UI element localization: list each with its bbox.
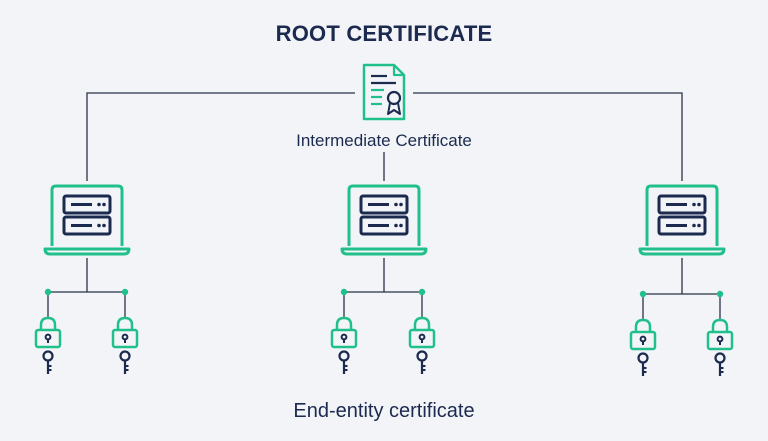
intermediate-certificate-label: Intermediate Certificate [296,131,472,150]
padlock-key-icon [706,318,734,378]
padlock-key-icon [629,318,657,378]
padlock-key-icon [34,316,62,376]
root-connector [86,92,683,181]
branch-dots [44,288,724,298]
root-certificate-title: ROOT CERTIFICATE [275,21,493,46]
padlock-key-icon [408,316,436,376]
server-laptop-icon [638,184,726,256]
padlock-key-icon [111,316,139,376]
certificate-document-icon [362,63,406,121]
end-entity-certificate-label: End-entity certificate [293,400,475,422]
server-laptop-icon [340,184,428,256]
padlock-key-icon [330,316,358,376]
server-laptop-icon [43,184,131,256]
connector-lines [47,92,721,320]
